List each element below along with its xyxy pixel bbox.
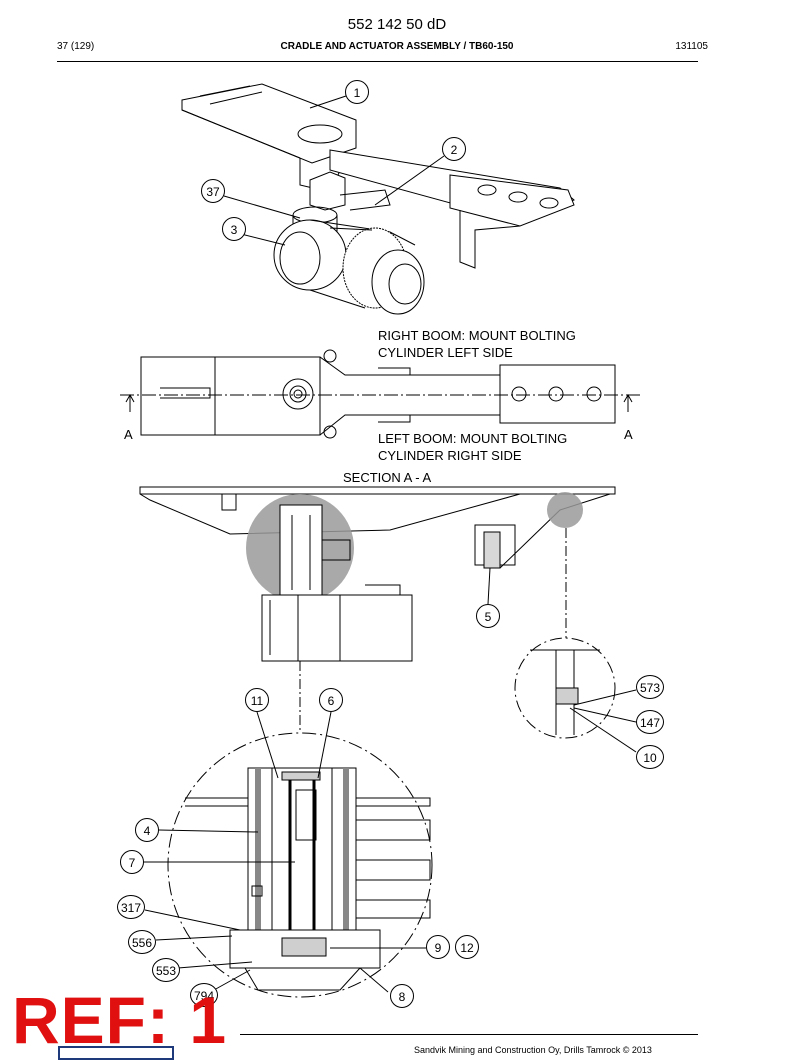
date-code: 131105: [675, 41, 708, 52]
callout-7: 7: [120, 850, 144, 874]
callout-6: 6: [319, 688, 343, 712]
callout-573: 573: [636, 675, 664, 699]
doc-number: 552 142 50 dD: [347, 16, 447, 33]
callout-1: 1: [345, 80, 369, 104]
callout-11: 11: [245, 688, 269, 712]
left-boom-note: LEFT BOOM: MOUNT BOLTING CYLINDER RIGHT …: [378, 430, 567, 464]
callout-553: 553: [152, 958, 180, 982]
callout-2: 2: [442, 137, 466, 161]
cradle-plan-view: [120, 349, 640, 439]
section-mark-left: A: [124, 427, 133, 442]
footer-rule: [240, 1034, 698, 1035]
callout-794: 794: [190, 983, 218, 1007]
right-boom-note: RIGHT BOOM: MOUNT BOLTING CYLINDER LEFT …: [378, 327, 576, 361]
header-rule: [57, 61, 698, 62]
cradle-isometric-view: [181, 83, 575, 315]
left-boom-note-line1: LEFT BOOM: MOUNT BOLTING: [378, 431, 568, 446]
section-mark-right: A: [624, 427, 633, 442]
callout-317: 317: [117, 895, 145, 919]
detail-view-large: [167, 732, 433, 998]
page-title: CRADLE AND ACTUATOR ASSEMBLY / TB60-150: [280, 41, 514, 52]
detail-view-small: [514, 637, 616, 739]
section-title: SECTION A - A: [343, 470, 432, 485]
callout-3: 3: [222, 217, 246, 241]
callout-12: 12: [455, 935, 479, 959]
right-boom-note-line2: CYLINDER LEFT SIDE: [378, 345, 513, 360]
page-indicator: 37 (129): [57, 41, 95, 52]
callout-37: 37: [201, 179, 225, 203]
leader-lines: [144, 95, 637, 993]
callout-5: 5: [476, 604, 500, 628]
callout-10: 10: [636, 745, 664, 769]
callout-9: 9: [426, 935, 450, 959]
callout-147: 147: [636, 710, 664, 734]
callout-4: 4: [135, 818, 159, 842]
right-boom-note-line1: RIGHT BOOM: MOUNT BOLTING: [378, 328, 576, 343]
callout-556: 556: [128, 930, 156, 954]
section-a-a-view: [139, 486, 616, 730]
callout-8: 8: [390, 984, 414, 1008]
ref-stamp: REF: 1: [12, 983, 228, 1057]
left-boom-note-line2: CYLINDER RIGHT SIDE: [378, 448, 522, 463]
footer-copyright: Sandvik Mining and Construction Oy, Dril…: [414, 1045, 652, 1055]
